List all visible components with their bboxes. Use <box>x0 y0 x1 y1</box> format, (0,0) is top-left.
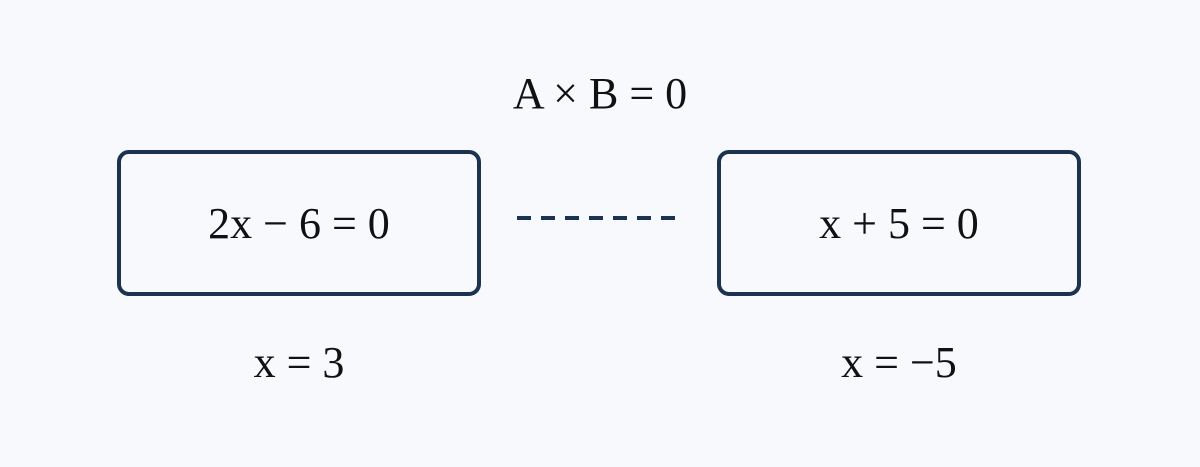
right-factor-box: x + 5 = 0 <box>717 150 1081 296</box>
product-equation: A × B = 0 <box>512 69 688 118</box>
right-factor-solution: x = −5 <box>841 338 957 387</box>
left-factor-box: 2x − 6 = 0 <box>117 150 481 296</box>
left-factor-solution: x = 3 <box>253 338 345 387</box>
dashed-connector <box>517 216 683 220</box>
left-factor-equation: 2x − 6 = 0 <box>208 198 390 248</box>
right-factor-equation: x + 5 = 0 <box>819 198 979 248</box>
